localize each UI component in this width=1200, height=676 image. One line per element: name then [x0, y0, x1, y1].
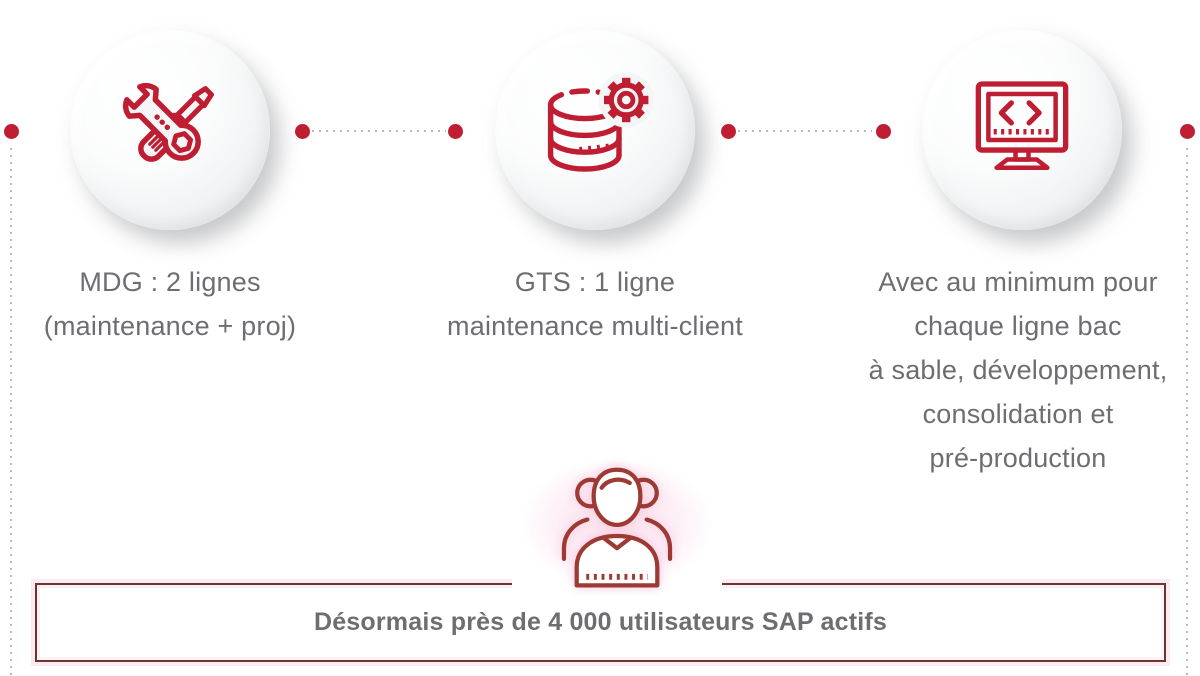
step-circle-gts [495, 30, 695, 230]
connector-dot [448, 124, 463, 139]
dotted-connector-line [10, 148, 12, 676]
step-label-line: GTS : 1 ligne [514, 267, 676, 297]
database-gear-icon [547, 72, 654, 172]
wrench-screwdriver-icon [122, 82, 214, 162]
monitor-code-icon [975, 81, 1069, 171]
banner-text: Désormais près de 4 000 utilisateurs SAP… [313, 608, 888, 636]
step-label-gts: GTS : 1 ligne maintenance multi-client [420, 260, 770, 348]
step-label-line: pré-production [929, 443, 1107, 473]
step-label-line: consolidation et [922, 399, 1114, 429]
dotted-connector-line [738, 130, 872, 132]
step-circle-mdg [70, 30, 270, 230]
step-circle-env [922, 30, 1122, 230]
step-label-line: (maintenance + proj) [43, 311, 297, 341]
step-label-line: maintenance multi-client [447, 311, 743, 341]
users-group-glyph [561, 467, 673, 588]
step-label-mdg: MDG : 2 lignes (maintenance + proj) [10, 260, 330, 348]
dotted-connector-line [312, 130, 446, 132]
connector-dot [295, 124, 310, 139]
dotted-connector-line [1186, 148, 1188, 676]
step-label-line: MDG : 2 lignes [79, 267, 261, 297]
users-group-icon [512, 446, 722, 608]
step-label-line: Avec au minimum pour [878, 267, 1158, 297]
step-label-env: Avec au minimum pour chaque ligne bac à … [848, 260, 1188, 480]
connector-dot [721, 124, 736, 139]
step-label-line: à sable, développement, [868, 355, 1168, 385]
connector-dot [4, 124, 19, 139]
step-label-line: chaque ligne bac [914, 311, 1122, 341]
connector-dot [1180, 124, 1195, 139]
connector-dot [876, 124, 891, 139]
